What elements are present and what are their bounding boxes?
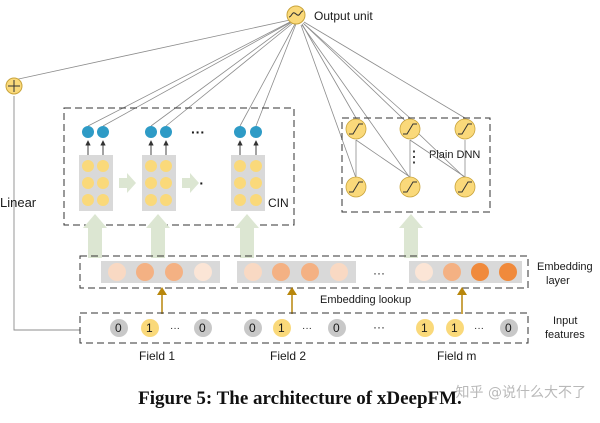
cin-output-ellipsis: ··· bbox=[191, 124, 205, 140]
embedding-ellipsis: ··· bbox=[373, 266, 385, 280]
input-field-2-value-3: 0 bbox=[333, 321, 340, 335]
linear-connection bbox=[13, 96, 80, 331]
cin-layer-2 bbox=[142, 126, 176, 211]
input-field-m-value-1: 1 bbox=[451, 321, 458, 335]
embedding-layer-box bbox=[79, 255, 529, 289]
embedding-field-m bbox=[409, 261, 522, 283]
linear-sum-node bbox=[5, 77, 23, 95]
watermark: 知乎 @说什么大不了 bbox=[455, 385, 586, 401]
field-2-label: Field 2 bbox=[270, 349, 306, 363]
input-features-label-line2: features bbox=[545, 329, 585, 341]
input-field-1-value-0: 0 bbox=[115, 321, 122, 335]
cin-label: CIN bbox=[268, 196, 289, 210]
input-field-1: 0 1 ··· 0 bbox=[110, 319, 212, 337]
cin-layer-1 bbox=[79, 126, 113, 211]
input-field-1-value-1: 1 bbox=[146, 321, 153, 335]
field-m-label: Field m bbox=[437, 349, 476, 363]
cin-layer-k bbox=[231, 126, 265, 211]
dnn-vertical-ellipsis: ⋮ bbox=[406, 149, 422, 166]
input-field-m-value-2: ··· bbox=[474, 323, 484, 334]
embedding-lookup-label: Embedding lookup bbox=[320, 294, 411, 306]
embedding-field-2 bbox=[237, 261, 356, 283]
output-unit bbox=[286, 5, 306, 25]
dnn-label: Plain DNN bbox=[429, 149, 480, 161]
embedding-layer-label-line2: layer bbox=[546, 275, 570, 287]
input-field-2: 0 1 ··· 0 bbox=[244, 319, 346, 337]
input-field-m-value-0: 1 bbox=[421, 321, 428, 335]
embedding-field-1 bbox=[101, 261, 220, 283]
dnn-neurons bbox=[345, 118, 476, 198]
linear-label: Linear bbox=[0, 195, 37, 210]
input-field-2-value-2: ··· bbox=[302, 323, 312, 334]
field-1-label: Field 1 bbox=[139, 349, 175, 363]
embedding-to-model-arrows bbox=[83, 214, 423, 258]
input-field-m-value-3: 0 bbox=[505, 321, 512, 335]
output-connections bbox=[13, 19, 466, 179]
embedding-layer-label-line1: Embedding bbox=[537, 261, 593, 273]
input-features-label-line1: Input bbox=[553, 315, 577, 327]
input-field-1-value-3: 0 bbox=[199, 321, 206, 335]
cin-box bbox=[63, 107, 295, 226]
input-field-2-value-1: 1 bbox=[278, 321, 285, 335]
figure-caption: Figure 5: The architecture of xDeepFM. bbox=[138, 388, 462, 409]
input-ellipsis: ··· bbox=[373, 320, 385, 334]
embedding-lookup-arrows bbox=[157, 287, 467, 314]
input-field-1-value-2: ··· bbox=[170, 323, 180, 334]
cin-layer-arrows bbox=[119, 173, 199, 193]
output-unit-label: Output unit bbox=[314, 9, 373, 23]
input-field-2-value-0: 0 bbox=[249, 321, 256, 335]
input-features-box bbox=[79, 312, 529, 344]
input-field-m: 1 1 ··· 0 bbox=[416, 319, 518, 337]
